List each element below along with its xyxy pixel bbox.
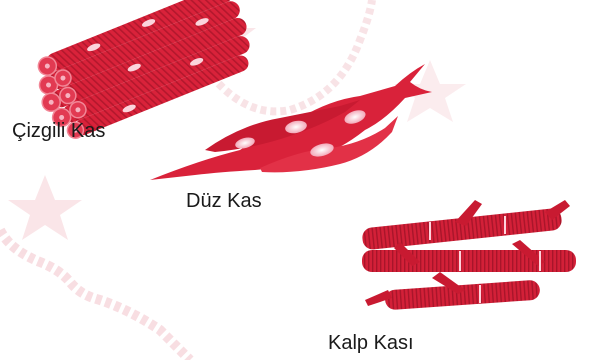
smooth-muscle-label: Düz Kas [186, 190, 262, 213]
cardiac-fiber [384, 280, 540, 311]
cardiac-fiber [361, 208, 562, 251]
cardiac-fiber [362, 250, 576, 272]
rope-border-watermark [0, 230, 190, 360]
skeletal-muscle-label: Çizgili Kas [12, 120, 105, 143]
cardiac-muscle-fibers-icon [361, 200, 576, 310]
cardiac-muscle-label: Kalp Kası [328, 332, 414, 355]
star-watermark-icon [8, 175, 82, 240]
